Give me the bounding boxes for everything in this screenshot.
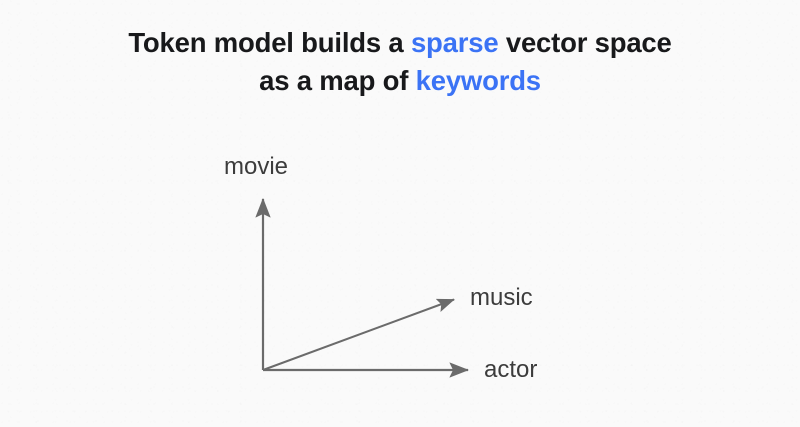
title-line-2: as a map of keywords	[0, 62, 800, 100]
title-line-1-text-after: vector space	[498, 27, 672, 58]
title-highlight-sparse: sparse	[410, 27, 499, 58]
axis-label-music: music	[470, 284, 533, 311]
page-title: Token model builds a sparse vector space…	[0, 24, 800, 100]
title-line-2-text-before: as a map of	[259, 65, 416, 96]
title-line-1-text-before: Token model builds a	[128, 27, 411, 58]
title-line-1: Token model builds a sparse vector space	[0, 24, 800, 62]
axis-label-actor: actor	[484, 356, 538, 383]
axis-label-movie: movie	[224, 153, 289, 180]
axis-line-music	[262, 298, 455, 371]
title-highlight-keywords: keywords	[415, 65, 541, 96]
